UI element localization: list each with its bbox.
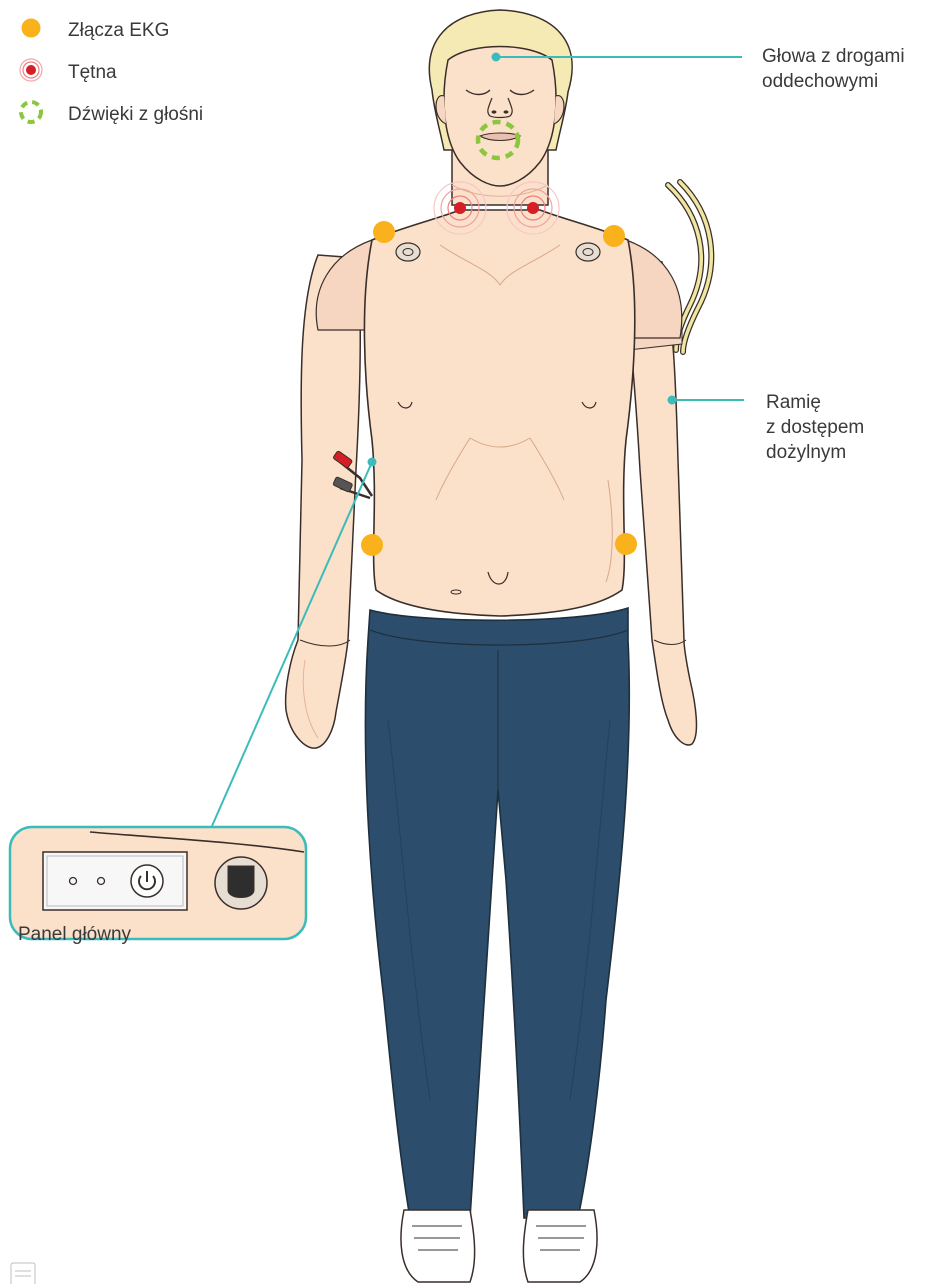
ecg-connector-left-leg bbox=[615, 533, 637, 555]
callout-head-airway: Głowa z drogami oddechowymi bbox=[762, 44, 905, 94]
document-icon bbox=[10, 1262, 38, 1284]
ecg-connector-left-arm bbox=[603, 225, 625, 247]
ecg-connector-right-arm bbox=[373, 221, 395, 243]
usb-port-icon bbox=[228, 866, 254, 898]
callout-arm-line1: Ramię bbox=[766, 390, 864, 415]
head bbox=[429, 10, 572, 186]
callout-head-line2: oddechowymi bbox=[762, 69, 905, 94]
callout-arm-line3: dożylnym bbox=[766, 440, 864, 465]
shoes bbox=[401, 1210, 597, 1282]
callout-panel-line1: Panel główny bbox=[18, 922, 131, 947]
callout-head-line1: Głowa z drogami bbox=[762, 44, 905, 69]
pants bbox=[365, 608, 629, 1218]
callout-iv-arm: Ramię z dostępem dożylnym bbox=[766, 390, 864, 465]
callout-main-panel: Panel główny bbox=[18, 922, 131, 947]
callout-arm-line2: z dostępem bbox=[766, 415, 864, 440]
ecg-connector-right-leg bbox=[361, 534, 383, 556]
